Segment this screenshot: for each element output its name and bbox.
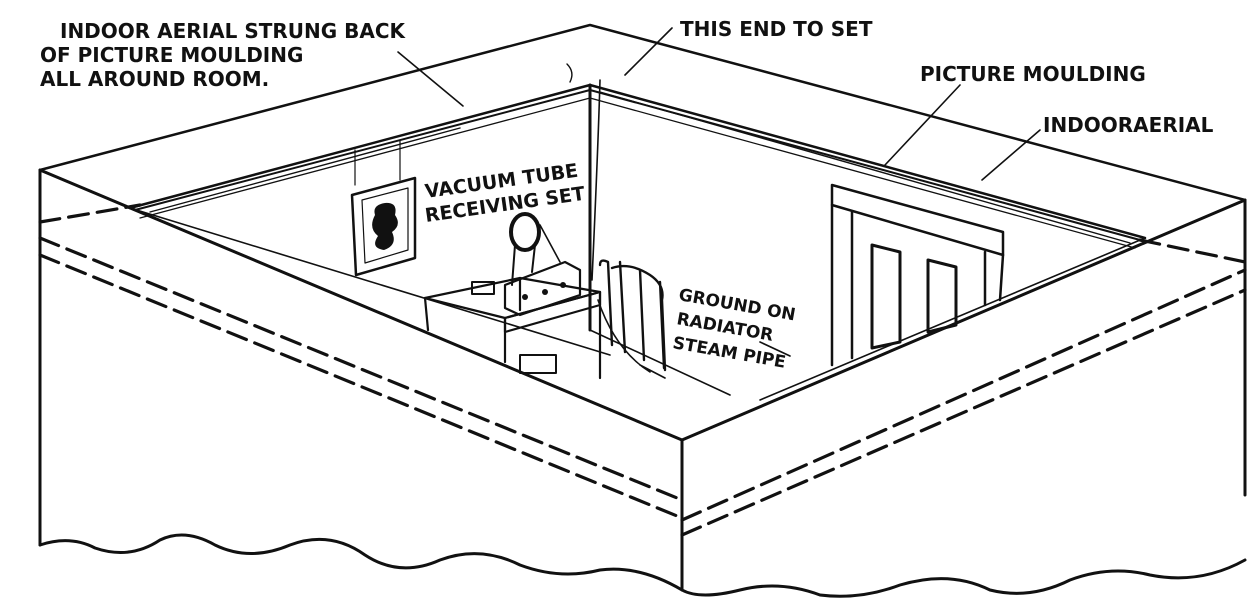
aerial-label-line2: OF PICTURE MOULDING — [40, 43, 303, 67]
this-end-label: THIS END TO SET — [680, 17, 873, 41]
picture-moulding — [134, 89, 1141, 249]
door — [830, 183, 1005, 367]
hidden-wall-lines — [38, 203, 1247, 537]
radiator — [597, 259, 667, 379]
callout-lines — [397, 27, 1041, 357]
picture-moulding-label: PICTURE MOULDING — [920, 62, 1146, 86]
receiving-set — [471, 212, 582, 317]
indoor-aerial-label: INDOORAERIAL — [1043, 113, 1214, 137]
front-walls — [38, 168, 1247, 598]
aerial-label-line1: INDOOR AERIAL STRUNG BACK — [60, 19, 407, 43]
indoor-aerial-wire — [149, 63, 1131, 281]
aerial-label-line3: ALL AROUND ROOM. — [40, 67, 269, 91]
wall-picture — [350, 139, 417, 277]
